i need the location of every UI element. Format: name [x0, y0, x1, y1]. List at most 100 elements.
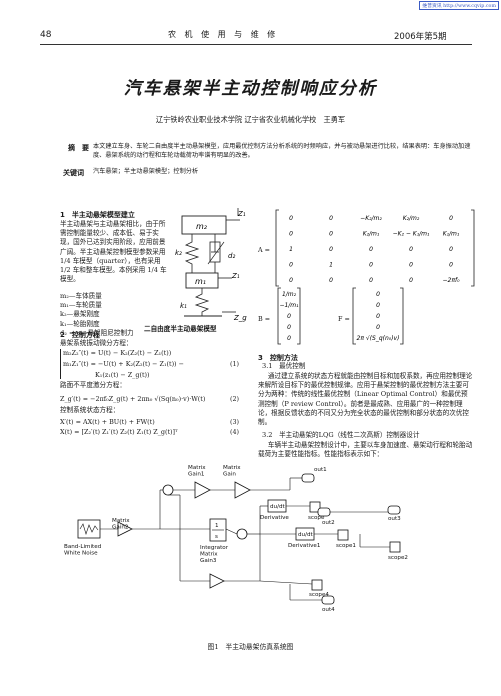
- matrix-a-cell: 0: [289, 277, 293, 284]
- section1-params: m₂—车体质量 m₁—车轮质量 k₂—悬架刚度 k₁—轮胎刚度 d₂ = u—悬…: [60, 292, 190, 338]
- equation-1b: m₁Z₁″(t) = −U(t) + K₂(Z₂(t) − Z₁(t)) −: [63, 360, 184, 368]
- derivative1-du-dt: du/dt: [298, 532, 314, 538]
- mass-m1-label: m₁: [195, 277, 206, 286]
- mass-m2-label: m₂: [196, 222, 208, 231]
- out1-block: [301, 473, 315, 483]
- equation-number-4: (4): [230, 428, 240, 436]
- mass-m2-box: [181, 215, 227, 235]
- param-k1: k₁—轮胎刚度: [60, 319, 100, 328]
- zi-label: Z₁: [231, 272, 240, 280]
- matrix-a-cell: 0: [329, 215, 333, 222]
- scope-block: [309, 501, 321, 513]
- quarter-car-caption: 二自由度半主动悬架模型: [144, 325, 217, 333]
- derivative-du-dt: du/dt: [270, 504, 286, 510]
- equation-number-1: (1): [230, 360, 240, 368]
- matrix-b-cell: −1/m₁: [279, 302, 299, 309]
- spring-k2: [184, 234, 200, 273]
- equation-1a: m₂Z₂″(t) = U(t) − K₂(Z₂(t) − Z₁(t)): [63, 349, 172, 357]
- out4-block: [321, 595, 335, 605]
- road-label: 路面不平度激分方程：: [60, 381, 126, 389]
- matrix-f-cell: 0: [376, 291, 380, 298]
- simulink-caption: 图1 半主动悬架仿真系统图: [207, 643, 294, 651]
- integrator-s: s: [215, 534, 218, 540]
- matrix-a-cell: 0: [449, 215, 453, 222]
- out3-block: [387, 505, 401, 515]
- scope1-label: scope1: [336, 543, 356, 549]
- section3-heading: 3 控制方法: [258, 354, 298, 362]
- damper-d2-label: d₂: [228, 252, 235, 260]
- matrix-a-cell: 0: [449, 262, 453, 269]
- derivative-label: Derivative: [260, 515, 289, 521]
- zg-label: Z_g: [233, 314, 247, 322]
- section3-sub2: 3.2 半主动悬架的LQG（线性二次高斯）控制器设计: [262, 431, 420, 439]
- param-d2: d₂ = u—悬架阻尼控制力: [60, 328, 134, 337]
- scope2-block: [389, 541, 401, 553]
- journal-name: 农 机 使 用 与 维 修: [168, 30, 279, 39]
- matrix-a-cell: 1: [329, 262, 333, 269]
- matrix-f-cell: 0: [376, 302, 380, 309]
- matrix-a-cell: 0: [289, 262, 293, 269]
- matrix-gain-block: [234, 481, 251, 499]
- out4-label: out4: [322, 607, 335, 612]
- section2-intro: 悬架系统振动微分方程：: [60, 339, 133, 347]
- matrix-b-cell: 0: [287, 313, 291, 320]
- matrix-a-cell: −2πf₀: [443, 277, 461, 284]
- integrator-one: 1: [215, 523, 219, 529]
- issue-label: 2006年第5期: [394, 32, 447, 42]
- sum-block-top: [162, 484, 174, 496]
- param-m2: m₂—车体质量: [60, 292, 102, 300]
- equation-2: Z_g′(t) = −2πf₀Z_g(t) + 2πn₀ √(Sq(n₀)·v)…: [60, 395, 206, 403]
- equation-brace: [60, 349, 221, 379]
- matrix-gain3-block: [209, 573, 225, 589]
- matrix-a-cell: 0: [329, 246, 333, 253]
- watermark: 维普资讯 http://www.cqvip.com: [419, 1, 499, 10]
- matrix-gain1-block: [194, 481, 211, 499]
- matrix-a-cell: 0: [329, 231, 333, 238]
- section3-text2: 车辆半主动悬架控制设计中，主要以车身加速度、悬架动行程和轮胎动载荷为主要性能指标…: [258, 441, 473, 459]
- matrix-a-cell: K₂/m₂: [403, 215, 420, 222]
- matrix-a-cell: K₁/m₁: [443, 231, 460, 238]
- keywords-text: 汽车悬架；半主动悬架模型；控制分析: [93, 168, 199, 175]
- equation-4: X(t) = [Z₂′(t) Z₁′(t) Z₂(t) Z₁(t) Z_g(t)…: [60, 428, 178, 436]
- spring-k2-label: k₂: [175, 249, 182, 257]
- affiliation: 辽宁铁岭农业职业技术学院 辽宁省农业机械化学校 王勇军: [155, 115, 346, 124]
- matrix-a-cell: 1: [289, 246, 293, 253]
- scope1-block: [337, 529, 349, 541]
- matrix-a-cell: 0: [289, 215, 293, 222]
- scope4-label: scope4: [309, 592, 329, 598]
- section3-text1: 通过建立系统的状态方程就能由控制目标和加权系数，再应用控制理论来解所设目标下的最…: [258, 372, 473, 427]
- matrix-a-cell: 0: [369, 262, 373, 269]
- param-k2: k₂—悬架刚度: [60, 310, 100, 319]
- matrix-f-cell: 0: [376, 313, 380, 320]
- state-label: 控制系统状态方程：: [60, 406, 120, 414]
- matrix-a-cell: 0: [289, 231, 293, 238]
- scope2-label: scope2: [388, 555, 408, 561]
- matrix-a-label: A =: [258, 246, 271, 254]
- signal-lines: [100, 477, 390, 601]
- out2-block: [317, 507, 331, 517]
- scope4-block: [311, 579, 323, 591]
- matrix-a-cell: −K₂ − K₁/m₁: [393, 231, 430, 238]
- equation-number-3: (3): [230, 418, 240, 426]
- quarter-car-diagram: m₂ Z₁ k₂ d₂ m₁ Z₁ k₁ Z_g: [175, 208, 247, 322]
- matrix-b-cell: 0: [287, 335, 291, 342]
- matrix-b-label: B =: [258, 315, 271, 323]
- paper-title: 汽车悬架半主动控制响应分析: [123, 79, 378, 99]
- out2-label: out2: [322, 520, 335, 526]
- out1-label: out1: [314, 467, 327, 473]
- section2-heading: 2 控制方程: [60, 331, 100, 339]
- keywords-label: 关键词: [63, 169, 84, 177]
- matrix-f-cell: 0: [376, 324, 380, 331]
- matrix-b-cell: 1/m₂: [282, 291, 297, 298]
- equation-number-2: (2): [230, 395, 240, 403]
- matrix-a-cell: 0: [369, 277, 373, 284]
- matrix-f-label: F =: [338, 315, 350, 323]
- equation-3: X′(t) = AX(t) + BU(t) + FW(t): [60, 418, 155, 426]
- header-rule: [40, 44, 472, 45]
